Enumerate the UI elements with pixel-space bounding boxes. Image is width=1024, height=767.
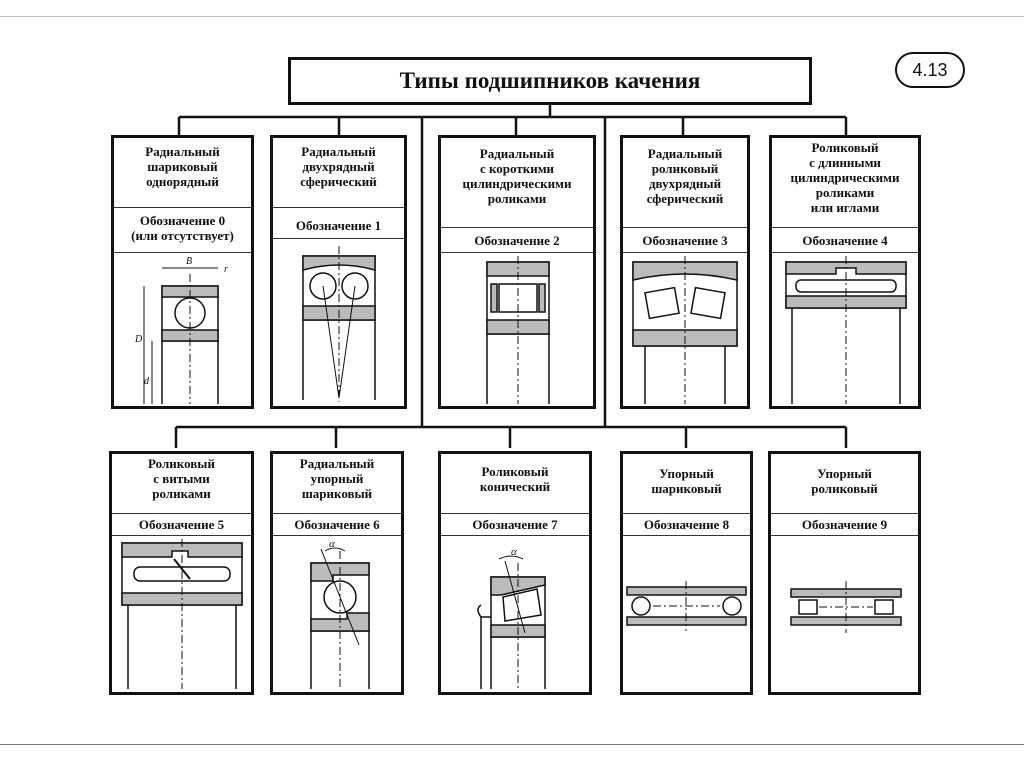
bottom-frame-line [0,744,1024,745]
divider [441,535,589,536]
dim-label-b: B [186,256,192,267]
bearing-type-code: Обозначение 8 [643,517,730,532]
angular-contact-ball-bearing-icon: α [310,538,370,689]
divider [771,535,918,536]
slide-number-badge: 4.13 [895,52,965,88]
bearing-type-code: Обозначение 1 [295,218,382,233]
needle-roller-bearing-icon [785,256,907,404]
divider [623,535,750,536]
divider [772,227,918,228]
bearing-type-name: Роликовый конический [479,464,551,494]
divider [441,252,593,253]
bearing-type-code: Обозначение 2 [474,233,560,248]
bearing-type-name: Радиальный с короткими цилиндрическими р… [462,146,572,206]
deep-groove-ball-bearing-icon: B r D d [134,256,228,404]
divider [114,207,251,208]
top-frame-line [0,16,1024,17]
dim-label-d-outer: D [134,334,143,345]
bearing-card-type-1: Радиальный двухрядный сферический Обозна… [270,135,407,409]
divider [441,513,589,514]
bearing-type-code: Обозначение 7 [472,517,558,532]
tapered-roller-bearing-icon: α [477,546,546,689]
divider [771,513,918,514]
bearing-card-type-8: Упорный шариковый Обозначение 8 [620,451,753,695]
divider [623,227,747,228]
divider [623,513,750,514]
bearing-type-code: Обозначение 6 [294,517,380,532]
divider [112,513,251,514]
bearing-card-type-3: Радиальный роликовый двухрядный сферичес… [620,135,750,409]
spherical-roller-bearing-icon [632,256,738,404]
divider [273,513,401,514]
bearing-card-type-0: Радиальный шариковый однорядный Обозначе… [111,135,254,409]
bearing-type-code: Обозначение 9 [801,517,888,532]
divider [273,207,404,208]
divider [273,535,401,536]
self-aligning-ball-bearing-icon [302,246,376,402]
bearing-type-name: Роликовый с витыми роликами [148,456,215,501]
twisted-roller-bearing-icon [121,539,243,689]
dim-label-r: r [224,264,228,275]
divider [273,238,404,239]
thrust-roller-bearing-icon [790,581,902,633]
bearing-type-code: Обозначение 4 [802,233,888,248]
bearing-type-code: Обозначение 0 (или отсутствует) [131,213,234,243]
bearing-type-code: Обозначение 5 [138,517,225,532]
thrust-ball-bearing-icon [626,581,747,631]
bearing-type-name: Радиальный роликовый двухрядный сферичес… [646,146,724,206]
bearing-type-name: Радиальный шариковый однорядный [145,144,220,189]
bearing-type-name: Радиальный упорный шариковый [299,456,375,501]
divider [441,227,593,228]
bearing-card-type-6: Радиальный упорный шариковый Обозначение… [270,451,404,695]
contact-angle-label: α [511,546,517,558]
bearing-type-name: Упорный роликовый [811,466,878,496]
dim-label-d-inner: d [144,376,150,387]
divider [112,535,251,536]
divider [623,252,747,253]
bearing-card-type-2: Радиальный с короткими цилиндрическими р… [438,135,596,409]
bearing-type-name: Радиальный двухрядный сферический [300,144,377,189]
divider [772,252,918,253]
bearing-card-type-4: Роликовый с длинными цилиндрическими рол… [769,135,921,409]
bearing-card-type-9: Упорный роликовый Обозначение 9 [768,451,921,695]
bearing-card-type-7: Роликовый конический Обозначение 7 α [438,451,592,695]
bearing-type-code: Обозначение 3 [642,233,728,248]
cylindrical-roller-bearing-icon [486,256,550,404]
bearing-type-name: Роликовый с длинными цилиндрическими рол… [790,140,900,215]
diagram-title: Типы подшипников качения [288,57,812,105]
bearing-type-name: Упорный шариковый [651,466,722,496]
bearing-card-type-5: Роликовый с витыми роликами Обозначение … [109,451,254,695]
divider [114,252,251,253]
contact-angle-label: α [329,538,335,550]
